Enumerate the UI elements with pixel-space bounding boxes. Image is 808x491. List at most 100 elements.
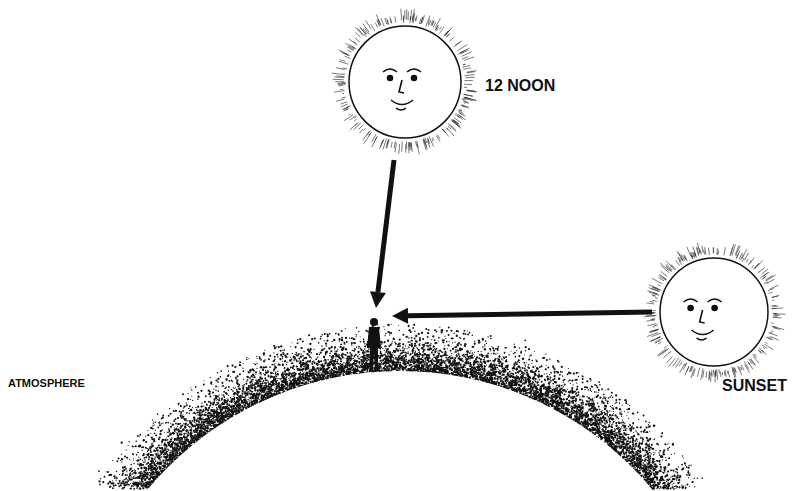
stipple-dot — [321, 334, 323, 336]
stipple-dot — [605, 397, 606, 398]
stipple-dot — [116, 460, 118, 462]
stipple-dot — [303, 351, 305, 353]
stipple-dot — [528, 358, 530, 360]
stipple-dot — [646, 437, 648, 439]
stipple-dot — [407, 353, 409, 355]
stipple-dot — [514, 356, 516, 358]
stipple-dot — [217, 386, 218, 387]
stipple-dot — [577, 386, 579, 388]
stipple-dot — [671, 486, 673, 488]
stipple-dot — [408, 337, 410, 339]
stipple-dot — [260, 359, 262, 361]
stipple-dot — [450, 350, 452, 352]
stipple-dot — [588, 389, 590, 391]
stipple-dot — [228, 389, 230, 391]
stipple-dot — [490, 335, 492, 337]
stipple-dot — [118, 485, 120, 487]
stipple-dot — [248, 396, 249, 397]
stipple-dot — [316, 353, 318, 355]
stipple-dot — [264, 374, 266, 376]
stipple-dot — [194, 431, 195, 432]
stipple-dot — [349, 337, 350, 338]
stipple-dot — [455, 346, 457, 348]
stipple-dot — [532, 396, 534, 398]
stipple-dot — [402, 348, 403, 349]
stipple-dot — [164, 460, 166, 462]
stipple-dot — [164, 439, 166, 441]
stipple-dot — [545, 368, 547, 370]
stipple-dot — [379, 360, 380, 361]
stipple-dot — [591, 380, 592, 381]
stipple-dot — [368, 349, 369, 350]
stipple-dot — [209, 396, 211, 398]
stipple-dot — [334, 349, 335, 350]
stipple-dot — [298, 357, 300, 359]
stipple-dot — [638, 419, 639, 420]
stipple-dot — [469, 352, 471, 354]
stipple-dot — [627, 404, 628, 405]
stipple-dot — [570, 407, 571, 408]
stipple-dot — [486, 364, 487, 365]
stipple-dot — [422, 356, 424, 358]
stipple-dot — [325, 343, 327, 345]
stipple-dot — [273, 364, 275, 366]
stipple-dot — [364, 348, 365, 349]
stipple-dot — [553, 375, 555, 377]
stipple-dot — [126, 474, 128, 476]
stipple-dot — [255, 364, 257, 366]
stipple-dot — [173, 420, 175, 422]
stipple-dot — [498, 368, 499, 369]
stipple-dot — [323, 360, 324, 361]
stipple-dot — [669, 447, 670, 448]
stipple-dot — [640, 426, 642, 428]
stipple-dot — [512, 379, 513, 380]
stipple-dot — [385, 333, 387, 335]
stipple-dot — [138, 456, 139, 457]
stipple-dot — [612, 405, 613, 406]
stipple-dot — [404, 357, 406, 359]
stipple-dot — [519, 362, 520, 363]
stipple-dot — [533, 390, 535, 392]
stipple-dot — [484, 365, 486, 367]
stipple-dot — [299, 338, 301, 340]
stipple-dot — [610, 406, 611, 407]
stipple-dot — [382, 348, 383, 349]
stipple-dot — [200, 390, 202, 392]
stipple-dot — [294, 369, 295, 370]
stipple-dot — [205, 395, 207, 397]
stipple-dot — [480, 358, 482, 360]
stipple-dot — [550, 380, 552, 382]
stipple-dot — [255, 376, 256, 377]
stipple-dot — [262, 382, 264, 384]
stipple-dot — [400, 350, 402, 352]
stipple-dot — [424, 363, 426, 365]
stipple-dot — [407, 361, 408, 362]
stipple-dot — [217, 390, 219, 392]
stipple-dot — [305, 357, 307, 359]
stipple-dot — [422, 338, 424, 340]
stipple-dot — [188, 393, 189, 394]
stipple-dot — [327, 359, 329, 361]
stipple-dot — [402, 343, 404, 345]
stipple-dot — [667, 471, 669, 473]
stipple-dot — [549, 358, 550, 359]
stipple-dot — [432, 345, 434, 347]
stipple-dot — [434, 348, 435, 349]
stipple-dot — [185, 424, 186, 425]
stipple-dot — [133, 459, 134, 460]
stipple-dot — [450, 355, 451, 356]
stipple-dot — [493, 352, 495, 354]
stipple-dot — [636, 432, 637, 433]
stipple-dot — [498, 356, 500, 358]
stipple-dot — [590, 389, 591, 390]
stipple-dot — [176, 432, 177, 433]
stipple-dot — [319, 364, 320, 365]
stipple-dot — [664, 480, 665, 481]
stipple-dot — [358, 352, 359, 353]
stipple-dot — [660, 466, 662, 468]
stipple-dot — [244, 396, 246, 398]
stipple-dot — [592, 401, 593, 402]
stipple-dot — [642, 448, 643, 449]
stipple-dot — [602, 410, 603, 411]
stipple-dot — [98, 480, 100, 482]
